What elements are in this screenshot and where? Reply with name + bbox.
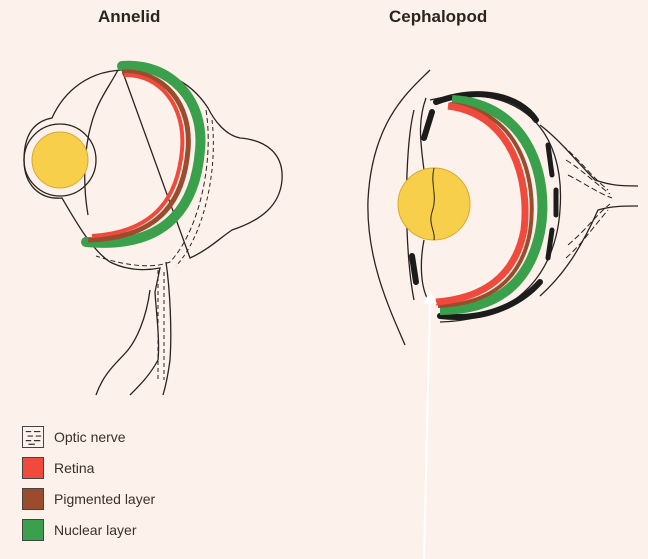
legend-label: Optic nerve — [54, 429, 126, 445]
legend-item-optic-nerve: Optic nerve — [22, 424, 155, 450]
annelid-lens — [32, 132, 88, 188]
annelid-nerve-tail — [96, 290, 150, 395]
annelid-inner-arc — [96, 70, 118, 110]
legend-item-retina: Retina — [22, 455, 155, 481]
legend-label: Pigmented layer — [54, 491, 155, 507]
optic-nerve-swatch — [22, 426, 44, 448]
annelid-nerve-stem — [158, 270, 164, 380]
ceph-choroid-seg1 — [548, 145, 552, 175]
annelid-retina-layer — [92, 75, 182, 236]
ceph-iris-lower — [421, 240, 428, 300]
ceph-choroid-seg3 — [548, 230, 552, 258]
legend-label: Retina — [54, 460, 94, 476]
legend-label: Nuclear layer — [54, 522, 136, 538]
legend-item-pigmented-layer: Pigmented layer — [22, 486, 155, 512]
pigmented-layer-swatch — [22, 488, 44, 510]
retina-swatch — [22, 457, 44, 479]
ceph-iris-bar-top — [424, 112, 432, 138]
legend: Optic nerve Retina Pigmented layer Nucle… — [22, 424, 155, 548]
ceph-optic-nerve — [562, 145, 612, 258]
legend-item-nuclear-layer: Nuclear layer — [22, 517, 155, 543]
ceph-iris-bar-bottom — [412, 256, 416, 282]
pointer-line — [424, 302, 430, 559]
annelid-layers — [32, 66, 213, 380]
nuclear-layer-swatch — [22, 519, 44, 541]
